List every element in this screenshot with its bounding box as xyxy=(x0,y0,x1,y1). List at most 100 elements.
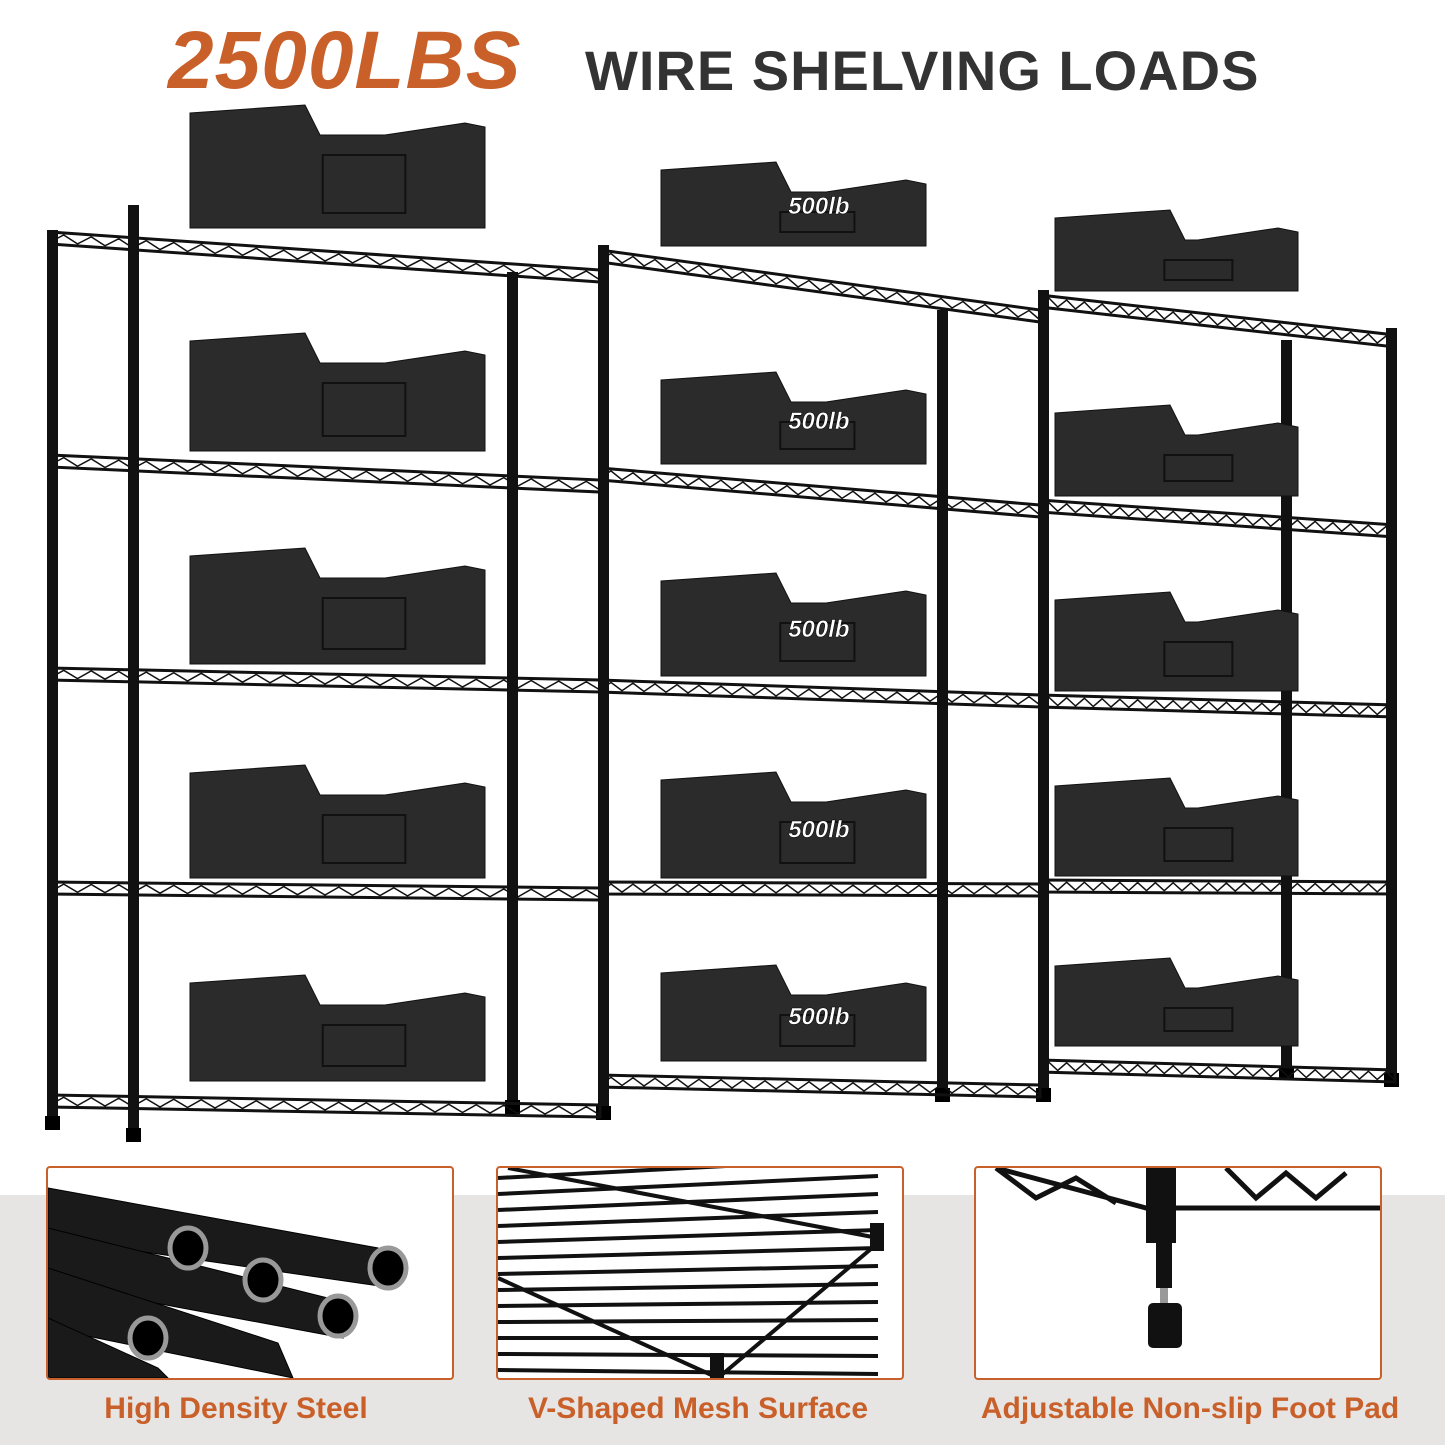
wire-shelf xyxy=(48,453,602,494)
mesh-wire xyxy=(498,1228,879,1244)
wire-shelf xyxy=(1038,498,1397,539)
wire-shelf xyxy=(1038,1058,1397,1084)
weight-box: 500lb xyxy=(660,371,927,465)
wire-shelf xyxy=(598,880,1042,898)
weight-label: 500lb xyxy=(788,193,849,220)
shelving-illustration: 500lb 500lb 500lb 500lb 500lb xyxy=(45,104,1399,1142)
shelf-truss xyxy=(49,883,601,899)
headline-capacity: 2500LBS xyxy=(168,15,522,106)
weight-box: 500lb xyxy=(660,572,927,677)
box-handle-recess xyxy=(321,154,407,214)
mesh-wire xyxy=(498,1174,879,1196)
box-handle-recess xyxy=(1163,827,1234,862)
wire-shelf xyxy=(1038,693,1397,719)
headline: 2500LBS WIRE SHELVING LOADS xyxy=(0,8,1445,108)
foot-pad xyxy=(126,1128,141,1142)
weight-label: 500lb xyxy=(788,1004,849,1031)
shelf-truss xyxy=(1039,501,1396,536)
box-body xyxy=(660,161,927,247)
weight-box xyxy=(189,764,486,879)
foot-pad xyxy=(45,1116,60,1130)
mesh-wire xyxy=(498,1246,879,1260)
weight-box xyxy=(189,104,486,229)
box-handle-recess xyxy=(1163,454,1234,482)
shelf-truss xyxy=(1039,881,1396,893)
shelf-truss xyxy=(599,1076,1041,1096)
shelf-truss xyxy=(49,456,601,491)
shelf-post xyxy=(1386,328,1397,1085)
weight-box xyxy=(1054,957,1299,1047)
box-handle-recess xyxy=(1163,259,1234,281)
mesh-wire xyxy=(498,1264,879,1276)
shelf-post xyxy=(1281,340,1292,1078)
wire-shelf xyxy=(598,466,1042,519)
weight-label: 500lb xyxy=(788,817,849,844)
mesh-frame xyxy=(498,1168,880,1378)
box-body xyxy=(1054,404,1299,497)
box-handle-recess xyxy=(779,821,856,864)
box-body xyxy=(189,764,486,879)
shelf-truss xyxy=(49,669,601,691)
feature-label-foot: Adjustable Non-slip Foot Pad xyxy=(980,1392,1400,1425)
shelf-truss xyxy=(1039,296,1396,346)
weight-box xyxy=(1054,404,1299,497)
weight-box: 500lb xyxy=(660,161,927,247)
shelf-truss xyxy=(599,470,1041,516)
weight-label: 500lb xyxy=(788,616,849,643)
box-handle-recess xyxy=(1163,1007,1234,1032)
box-body xyxy=(189,332,486,452)
wire-shelf xyxy=(598,1073,1042,1099)
box-body xyxy=(189,104,486,229)
mesh-wire xyxy=(498,1352,879,1358)
box-handle-recess xyxy=(321,814,407,864)
weight-box: 500lb xyxy=(660,964,927,1062)
wire-shelf xyxy=(48,880,602,902)
wire-shelf xyxy=(598,248,1042,324)
box-handle-recess xyxy=(1163,641,1234,677)
mesh-wires xyxy=(498,1168,880,1378)
shelf-truss xyxy=(49,234,601,281)
shelf-post xyxy=(507,272,518,1112)
mesh-wire xyxy=(498,1282,879,1292)
box-body xyxy=(660,964,927,1062)
weight-box xyxy=(1054,591,1299,692)
feature-label-mesh: V-Shaped Mesh Surface xyxy=(527,1392,869,1425)
box-handle-recess xyxy=(779,211,856,233)
box-body xyxy=(1054,209,1299,292)
feature-card-foot xyxy=(974,1166,1382,1380)
mesh-wire xyxy=(498,1210,879,1228)
feature-label-steel: High Density Steel xyxy=(104,1392,368,1425)
box-body xyxy=(189,547,486,665)
shelf-truss xyxy=(1039,1061,1396,1081)
mesh-shelf-icon xyxy=(498,1168,884,1378)
foot-pad xyxy=(1036,1088,1051,1102)
mesh-post xyxy=(870,1223,884,1251)
box-body xyxy=(660,771,927,879)
weight-label: 500lb xyxy=(788,408,849,435)
foot-pad-icon xyxy=(994,1168,1380,1348)
shelf-truss xyxy=(599,681,1041,706)
mesh-wire xyxy=(498,1318,879,1324)
wire-shelf xyxy=(48,1093,602,1119)
wire-shelf xyxy=(1038,878,1397,896)
shelf-truss xyxy=(49,1096,601,1116)
box-handle-recess xyxy=(321,597,407,650)
shelf-truss xyxy=(599,883,1041,895)
box-handle-recess xyxy=(321,382,407,437)
weight-box xyxy=(189,332,486,452)
feature-card-mesh xyxy=(496,1166,904,1380)
shelf-post xyxy=(128,205,139,1140)
box-body xyxy=(189,974,486,1082)
feature-card-steel xyxy=(46,1166,454,1380)
box-handle-recess xyxy=(779,1014,856,1047)
box-handle-recess xyxy=(321,1024,407,1067)
weight-box xyxy=(189,547,486,665)
box-handle-recess xyxy=(779,421,856,450)
weight-box xyxy=(1054,209,1299,292)
wire-shelf xyxy=(48,230,602,284)
mesh-post xyxy=(710,1353,724,1378)
mesh-wire xyxy=(498,1368,879,1376)
shelf-truss xyxy=(1039,696,1396,716)
steel-poles-icon xyxy=(48,1187,409,1378)
weight-box xyxy=(189,974,486,1082)
